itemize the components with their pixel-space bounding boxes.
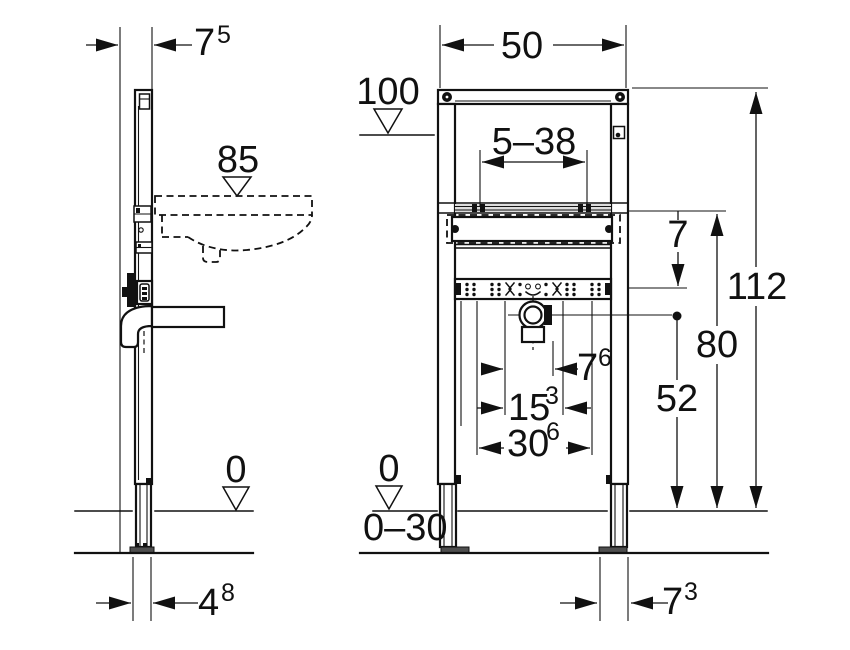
front-post-right	[609, 102, 630, 486]
drain-socket	[508, 296, 672, 350]
dim-fixing-range: 5–38	[492, 121, 577, 163]
front-post-left	[436, 102, 457, 486]
front-leg-right	[609, 482, 629, 549]
slot-rail	[437, 202, 629, 214]
dim-basin-height: 85	[217, 139, 259, 181]
level-triangle-100	[372, 108, 404, 135]
perforated-rail	[453, 277, 613, 301]
drain-level-dot	[672, 311, 682, 321]
top-rail	[436, 88, 630, 106]
dim-front-zero: 0	[378, 448, 399, 490]
dim-side-foot: 4	[198, 582, 219, 624]
dim-rail-gap: 7	[667, 214, 688, 256]
dim-frame-height: 112	[727, 266, 788, 308]
washbasin-outline	[154, 195, 313, 263]
front-view	[358, 88, 770, 555]
mounting-plate	[446, 214, 621, 249]
basin-fixing-clips	[133, 205, 153, 254]
dim-front-foot-sup: 3	[684, 578, 698, 606]
dim-drain-offset-sup: 6	[598, 344, 612, 372]
dim-outer-span: 30	[507, 423, 549, 465]
trap-elbow	[119, 304, 154, 349]
dim-fixing-span: 15	[508, 387, 550, 429]
dim-frame-width: 50	[501, 25, 543, 67]
level-triangle-front-0	[374, 485, 404, 511]
dim-floor-range: 0–30	[363, 507, 448, 549]
extension-lines	[460, 301, 593, 455]
side-rail-section	[138, 93, 151, 110]
dimensions: 7 5 85 0 4 8 50 100 5–38	[86, 21, 787, 624]
dim-anchor-height: 100	[356, 71, 419, 113]
dim-outer-span-sup: 6	[546, 418, 560, 446]
side-leg	[134, 482, 153, 549]
side-view	[73, 27, 313, 555]
drain-bracket	[520, 325, 546, 344]
dim-side-zero: 0	[225, 449, 246, 491]
dim-front-foot: 7	[662, 581, 683, 623]
level-triangle-side-0	[221, 486, 251, 512]
post-clip	[612, 125, 626, 140]
dim-fixing-span-sup: 3	[545, 382, 559, 410]
dim-wall-offset: 7	[194, 22, 215, 64]
dim-wall-offset-sup: 5	[217, 21, 231, 49]
mounting-box	[122, 273, 154, 307]
level-triangle-85	[221, 176, 253, 198]
dim-upper-level: 80	[696, 324, 738, 366]
outlet-pipe	[150, 305, 226, 329]
dim-drain-level: 52	[656, 378, 698, 420]
front-floor-lines	[358, 510, 770, 555]
side-floor-lines	[73, 510, 255, 555]
dim-side-foot-sup: 8	[221, 579, 235, 607]
dim-drain-offset: 7	[577, 347, 598, 389]
